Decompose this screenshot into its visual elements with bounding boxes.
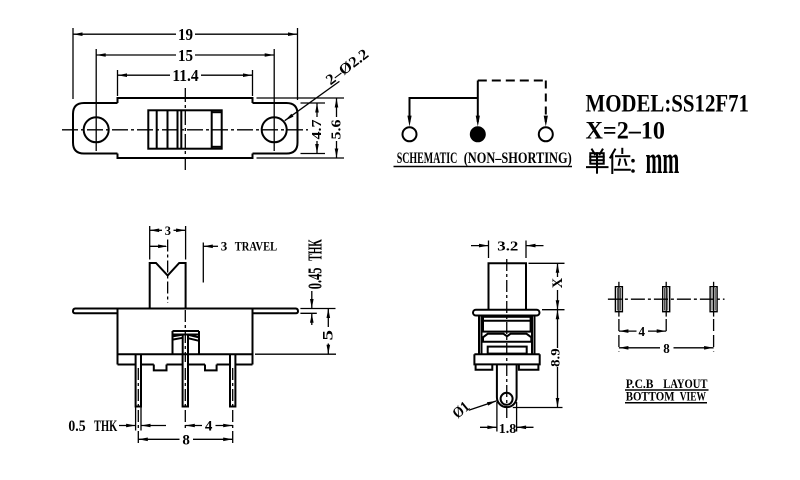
- svg-text:3: 3: [221, 239, 228, 254]
- svg-text:mm: mm: [646, 138, 680, 182]
- svg-text:8: 8: [663, 342, 670, 357]
- svg-text:11.4: 11.4: [172, 66, 199, 85]
- svg-text:3: 3: [165, 223, 172, 238]
- svg-text:P.C.B: P.C.B: [626, 376, 654, 391]
- svg-text:5.6: 5.6: [329, 119, 344, 139]
- svg-text:4.7: 4.7: [309, 119, 324, 139]
- svg-text:VIEW: VIEW: [680, 389, 706, 404]
- svg-text:19: 19: [178, 25, 193, 44]
- svg-text:X: X: [550, 278, 566, 289]
- svg-text:BOTTOM: BOTTOM: [626, 389, 675, 404]
- svg-text:0.45: 0.45: [305, 268, 327, 290]
- svg-text:X=2–10: X=2–10: [586, 118, 666, 145]
- svg-text:4: 4: [638, 325, 645, 340]
- svg-text:1.8: 1.8: [499, 421, 517, 436]
- svg-text:THK: THK: [305, 239, 327, 261]
- svg-text:15: 15: [178, 46, 193, 65]
- svg-text:5: 5: [321, 330, 337, 341]
- svg-text:8: 8: [182, 432, 190, 448]
- svg-text:LAYOUT: LAYOUT: [663, 376, 708, 391]
- svg-text:SCHEMATIC: SCHEMATIC: [397, 150, 458, 167]
- svg-text:3.2: 3.2: [497, 239, 518, 254]
- svg-text:(NON–SHORTING): (NON–SHORTING): [464, 150, 572, 167]
- svg-text:4: 4: [205, 419, 213, 435]
- svg-text:THK: THK: [94, 418, 118, 435]
- svg-text:0.5: 0.5: [68, 418, 85, 435]
- svg-text:TRAVEL: TRAVEL: [235, 239, 278, 254]
- svg-text:MODEL:SS12F71: MODEL:SS12F71: [586, 91, 750, 118]
- svg-text:8.9: 8.9: [548, 348, 563, 367]
